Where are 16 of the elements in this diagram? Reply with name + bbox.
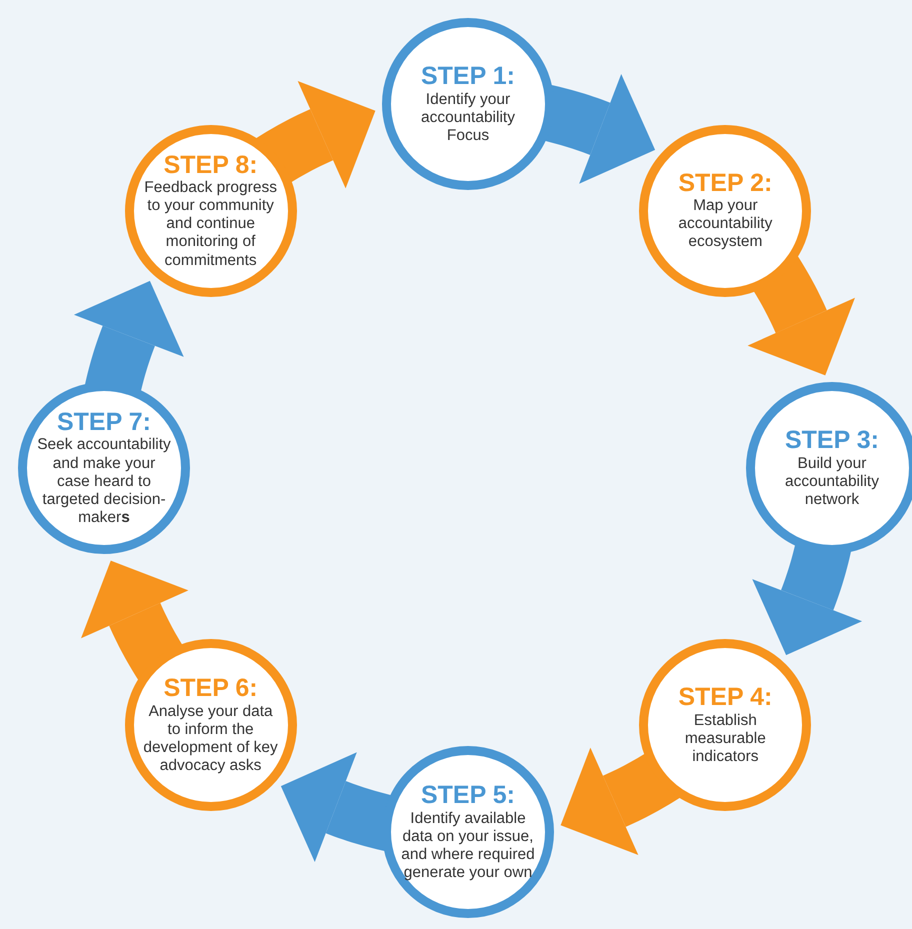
- step-description: Seek accountability and make your case heard to targeted decision-makers: [36, 436, 172, 528]
- step-description: Identify available data on your issue, and where required generate your own: [400, 810, 536, 882]
- step-heading: STEP 2:: [678, 170, 772, 198]
- step-description: Analyse your data to inform the development of key advocacy asks: [142, 702, 279, 776]
- step-description: Feedback progress to your community and continue monitoring of commitments: [143, 179, 278, 270]
- step-description: Build your accountability network: [784, 454, 880, 509]
- step-heading: STEP 4:: [678, 684, 772, 712]
- step-heading: STEP 7:: [56, 408, 152, 436]
- step-description: Identify your accountability Focus: [420, 90, 516, 145]
- step-heading: STEP 8:: [164, 152, 258, 180]
- step-description: Establish measurable indicators: [684, 712, 767, 766]
- step-heading: STEP 1:: [420, 63, 516, 91]
- step-heading: STEP 6:: [164, 675, 258, 703]
- step-heading: STEP 5:: [420, 782, 516, 810]
- step-description: Map your accountability ecosystem: [677, 197, 774, 252]
- step-heading: STEP 3:: [784, 427, 880, 455]
